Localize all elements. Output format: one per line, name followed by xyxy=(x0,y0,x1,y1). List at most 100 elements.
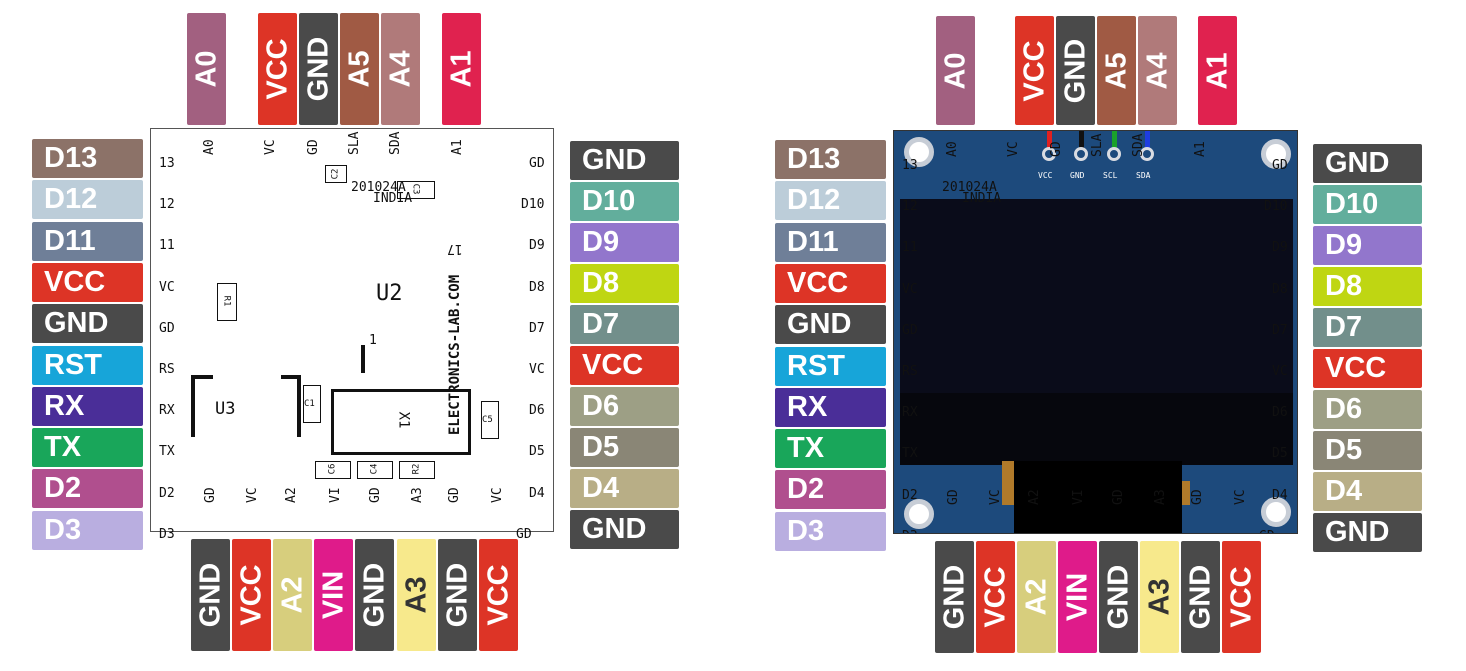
silk-silk-right-5: VC xyxy=(529,362,545,377)
pin-right-5-vcc: VCC xyxy=(570,346,679,385)
silk-silk-left-8: D2 xyxy=(159,485,175,501)
silk-silk-left-4: GD xyxy=(902,322,918,338)
wire-scl xyxy=(1111,131,1117,151)
pad-label-sda: SDA xyxy=(1136,171,1151,180)
silk-silk-left-7: TX xyxy=(902,446,918,462)
silk-silk-right-8: D4 xyxy=(1272,487,1288,503)
silk-silk-left-4: GD xyxy=(159,320,175,336)
silk-silk-right-3: D8 xyxy=(529,279,545,295)
silk-silk-top-0: A0 xyxy=(202,139,217,155)
silk-silk-bottom-6: GD xyxy=(1190,489,1205,505)
flex-ribbon xyxy=(1014,461,1182,533)
pin-bottom-5-a3: A3 xyxy=(397,539,436,651)
silk-silk-right-6: D6 xyxy=(529,403,545,419)
silk-silk-left-3: VC xyxy=(902,281,918,297)
mount-hole-bl xyxy=(904,499,934,529)
silk-silk-bottom-2: A2 xyxy=(284,487,299,503)
pin-left-7-tx: TX xyxy=(32,428,143,468)
x1-label: X1 xyxy=(395,411,412,429)
pin-top-5-a1: A1 xyxy=(1198,16,1237,125)
silk-silk-right-2: D9 xyxy=(1272,240,1288,256)
flex-tab-right xyxy=(1182,481,1190,505)
silk-silk-left-2: 11 xyxy=(902,240,918,256)
pin-bottom-3-label: VIN xyxy=(1061,572,1093,622)
silk-silk-right-1: D10 xyxy=(521,197,545,213)
pin-top-3-label: A5 xyxy=(1100,51,1132,90)
pin-bottom-6-gnd: GND xyxy=(438,539,477,651)
pin-right-1-d10: D10 xyxy=(1313,185,1422,224)
cap-c6 xyxy=(315,461,351,479)
silk-silk-top-2: GD xyxy=(1049,141,1064,157)
pin-right-5-vcc: VCC xyxy=(1313,349,1422,388)
silk-silk-left-7: TX xyxy=(159,444,175,460)
pin-left-7-tx: TX xyxy=(775,429,886,469)
cap-c2 xyxy=(325,165,347,183)
silk-silk-top-4: SDA xyxy=(388,131,403,155)
silk-silk-right-5: VC xyxy=(1272,364,1288,379)
silk-silk-bottom-7: VC xyxy=(1233,489,1248,505)
cap-c4 xyxy=(357,461,393,479)
silk-silk-left-1: 12 xyxy=(159,197,175,213)
c6-label: C6 xyxy=(327,463,338,475)
silk-silk-bottom-2: A2 xyxy=(1027,489,1042,505)
crystal-x1 xyxy=(331,389,471,455)
pin-left-2-d11: D11 xyxy=(32,221,143,261)
silk-silk-bottom-4: GD xyxy=(1111,489,1126,505)
wire-vcc xyxy=(1046,131,1052,151)
pin-right-2-d9: D9 xyxy=(570,223,679,262)
pin-top-5-a1: A1 xyxy=(442,13,481,125)
silk-silk-left-9: D3 xyxy=(902,529,918,533)
header-pad-scl xyxy=(1107,147,1121,161)
silk-silk-bottom-4: GD xyxy=(368,487,383,503)
pin-left-4-gnd: GND xyxy=(32,304,143,344)
pin-right-9-gnd: GND xyxy=(1313,513,1422,552)
silk-silk-left-8: D2 xyxy=(902,487,918,503)
silk-silk-bottom-5: A3 xyxy=(1153,489,1168,505)
silk-silk-bottom-3: VI xyxy=(1071,489,1086,505)
board2-code: 201024A xyxy=(942,180,997,195)
silk-silk-top-1: VC xyxy=(263,139,278,155)
number-17: 17 xyxy=(447,241,463,256)
silk-silk-top-3: SLA xyxy=(347,131,362,155)
pin-top-1-vcc: VCC xyxy=(1015,16,1054,125)
pin-right-8-d4: D4 xyxy=(1313,472,1422,511)
silk-silk-left-5: RS xyxy=(902,364,918,379)
pin-top-0-a0: A0 xyxy=(936,16,975,125)
pin-right-2-d9: D9 xyxy=(1313,226,1422,265)
pin-right-7-d5: D5 xyxy=(570,428,679,467)
u2-corner-v xyxy=(297,375,301,437)
pin-left-8-d2: D2 xyxy=(775,470,886,510)
silk-silk-left-0: 13 xyxy=(902,158,918,173)
pin-bottom-2-label: A2 xyxy=(276,576,308,614)
pin-top-3-a5: A5 xyxy=(1097,16,1136,125)
silk-silk-top-5: A1 xyxy=(1193,141,1208,157)
c4-label: C4 xyxy=(369,463,380,475)
pin-bottom-4-gnd: GND xyxy=(1099,541,1138,653)
pin-bottom-3-label: VIN xyxy=(317,570,349,620)
silk-silk-left-1: 12 xyxy=(902,199,918,215)
board-code: 201024A xyxy=(351,180,406,195)
oled-glass-lower xyxy=(900,393,1293,465)
pin-top-2-gnd: GND xyxy=(299,13,338,125)
pin-top-2-gnd: GND xyxy=(1056,16,1095,125)
pin-bottom-7-label: VCC xyxy=(1225,566,1257,628)
silk-silk-left-2: 11 xyxy=(159,238,175,254)
pin-right-1-d10: D10 xyxy=(570,182,679,221)
pin-left-2-d11: D11 xyxy=(775,222,886,262)
pin-top-0-label: A0 xyxy=(939,51,971,90)
c1-label: C1 xyxy=(304,399,315,409)
pin-bottom-4-gnd: GND xyxy=(355,539,394,651)
wire-gnd xyxy=(1078,131,1084,151)
pin-left-0-d13: D13 xyxy=(775,140,886,179)
pin-right-4-d7: D7 xyxy=(570,305,679,344)
pin-right-3-d8: D8 xyxy=(1313,267,1422,306)
r2-label: R2 xyxy=(411,463,422,475)
pad-label-scl: SCL xyxy=(1103,171,1118,180)
u3-label: U3 xyxy=(215,399,236,419)
cap-c5 xyxy=(481,401,499,439)
pin-right-0-gnd: GND xyxy=(570,141,679,180)
pin-top-0-label: A0 xyxy=(190,50,222,88)
silk-silk-top-4: SDA xyxy=(1131,133,1146,157)
c2-label: C2 xyxy=(330,168,341,180)
